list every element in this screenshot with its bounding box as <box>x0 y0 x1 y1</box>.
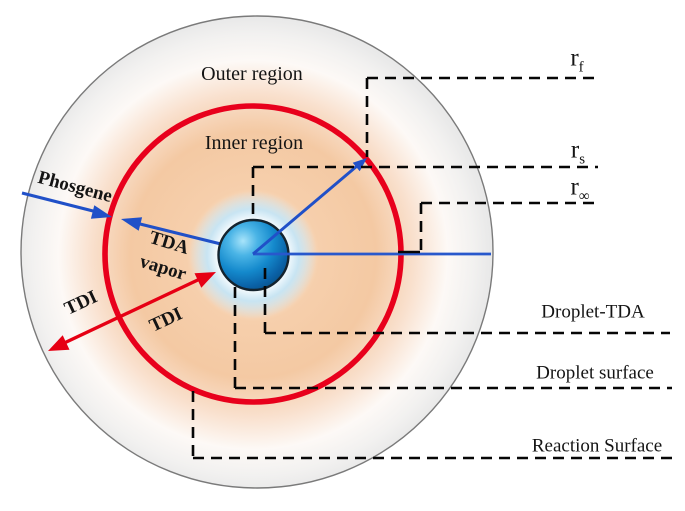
phosgene-arrowhead-icon <box>90 205 112 219</box>
flame-radius-line <box>252 164 358 256</box>
radius-surface-label: rs <box>570 136 585 168</box>
radius-infinity-base: r <box>570 173 579 201</box>
tda-arrow-line <box>135 221 234 249</box>
radius-infinity-sub: ∞ <box>578 188 590 205</box>
phosgene-arrow-line <box>21 191 98 214</box>
tdi-arrow-line <box>59 276 203 347</box>
inner-region-label: Inner region <box>204 132 304 154</box>
droplet-tda-label: Droplet-TDA <box>541 301 645 323</box>
flame-radius-arrowhead-icon <box>352 158 367 172</box>
radius-infinity-label: r∞ <box>570 173 589 205</box>
radius-surface-base: r <box>570 136 580 164</box>
radius-flame-label: rf <box>570 44 583 76</box>
reaction-surface-label: Reaction Surface <box>531 435 663 457</box>
radius-flame-base: r <box>570 44 579 72</box>
tdi-arrowhead-out-icon <box>48 335 70 351</box>
droplet-surface-label: Droplet surface <box>536 362 654 384</box>
dashed-leader-lines <box>191 76 672 460</box>
outer-region-label: Outer region <box>201 63 303 85</box>
tda-arrowhead-icon <box>121 217 143 231</box>
tdi-arrowhead-in-icon <box>194 272 216 288</box>
radius-flame-sub: f <box>578 59 584 76</box>
radius-surface-sub: s <box>579 151 586 168</box>
